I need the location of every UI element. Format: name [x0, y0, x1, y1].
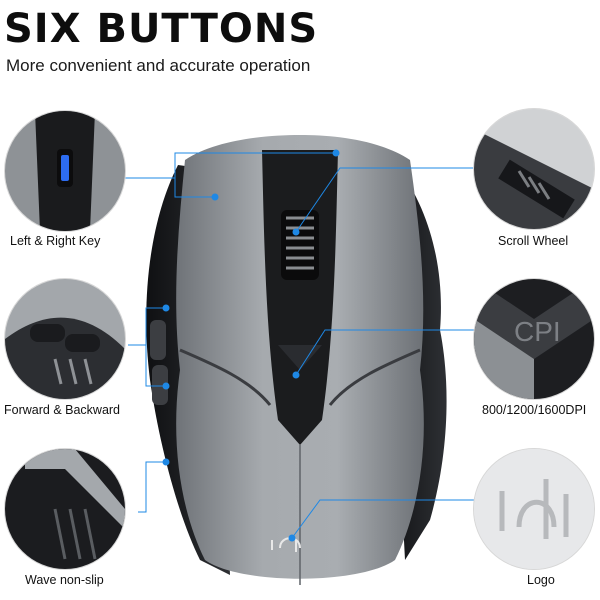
forward-button: [150, 320, 166, 360]
scroll-wheel-detail: [473, 108, 595, 230]
label-dpi: 800/1200/1600DPI: [482, 403, 587, 417]
dpi-detail: CPI: [473, 278, 595, 400]
callout-dots: [162, 149, 340, 542]
cpi-text: CPI: [514, 316, 561, 347]
label-scroll-wheel: Scroll Wheel: [498, 234, 569, 248]
left-right-key-detail: [4, 110, 126, 232]
logo-icon: [499, 479, 569, 539]
label-forward-backward: Forward & Backward: [4, 403, 121, 417]
page-title: SIX BUTTONS: [4, 6, 319, 52]
label-left-right-key: Left & Right Key: [10, 234, 101, 248]
label-wave-non-slip: Wave non-slip: [25, 573, 104, 587]
label-logo: Logo: [527, 573, 555, 587]
logo-detail: [473, 448, 595, 570]
wave-non-slip-detail: [4, 448, 126, 570]
callout-lines: [122, 152, 485, 539]
backward-button: [152, 365, 168, 405]
page-subtitle: More convenient and accurate operation: [6, 56, 311, 75]
forward-backward-detail: [4, 278, 126, 400]
